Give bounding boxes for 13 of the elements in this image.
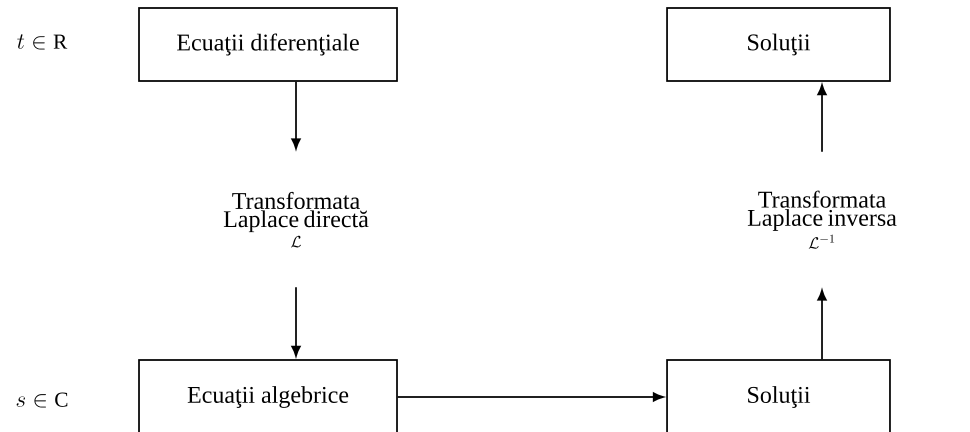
arrow xyxy=(398,392,664,402)
arrow xyxy=(291,82,301,150)
process-box: Soluţii xyxy=(666,7,891,82)
transform-label: Transformata Laplace inversa $\mathcal{L}^{-1}$ xyxy=(748,190,897,249)
domain-label: $t \in \mathrm{R}$ xyxy=(17,34,68,50)
transform-label: Transformata Laplace directă $\mathcal{L}$ xyxy=(224,192,369,248)
arrow xyxy=(291,287,301,357)
domain-label: $s \in \mathrm{C}$ xyxy=(16,392,68,408)
process-box: Soluţii xyxy=(666,359,891,432)
process-box: Ecuaţii diferenţiale xyxy=(138,7,398,82)
arrow xyxy=(817,84,827,152)
arrow xyxy=(817,290,827,360)
process-box: Ecuaţii algebrice xyxy=(138,359,398,432)
